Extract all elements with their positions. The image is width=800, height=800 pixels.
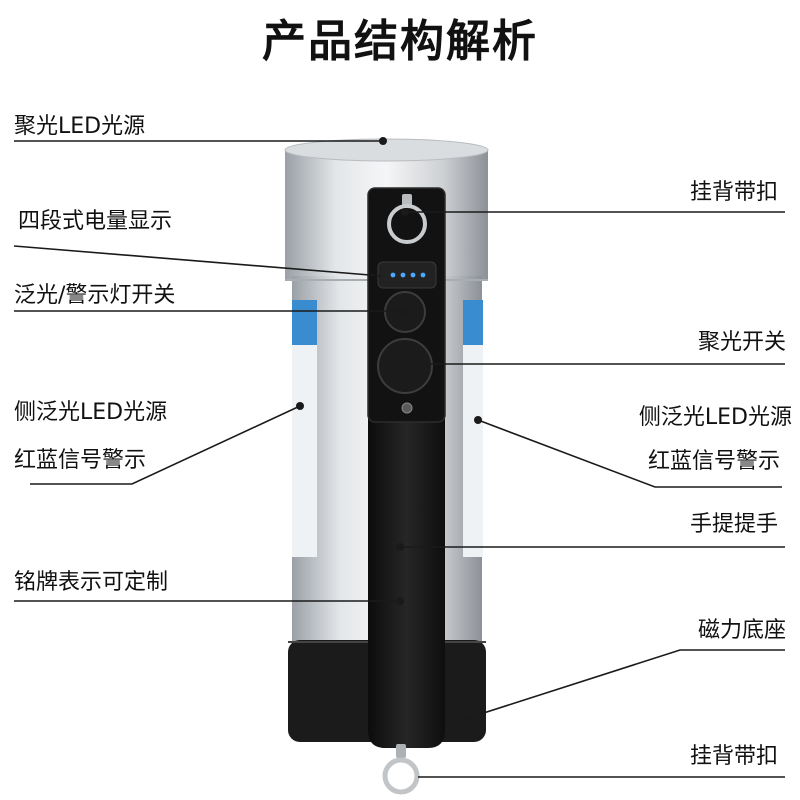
battery-indicator-window bbox=[377, 261, 437, 289]
leader-dot bbox=[379, 137, 387, 145]
callout-bottom-strap-buckle: 挂背带扣 bbox=[689, 744, 778, 769]
top-cap-rim bbox=[284, 138, 489, 162]
callout-right-side-flood-led: 侧泛光LED光源 bbox=[638, 405, 792, 430]
leader-dot bbox=[401, 208, 409, 216]
callout-right-signal-warning: 红蓝信号警示 bbox=[647, 449, 780, 474]
leader-line-right-side-led bbox=[477, 419, 782, 488]
leader-line-left-side-led bbox=[30, 405, 301, 485]
left-blue-signal-strip bbox=[292, 300, 317, 345]
callout-magnetic-base: 磁力底座 bbox=[697, 618, 786, 643]
top-strap-ring bbox=[387, 204, 427, 244]
carry-handle-strap bbox=[368, 400, 445, 748]
leader-dot bbox=[401, 360, 409, 368]
leader-dot bbox=[396, 597, 404, 605]
leader-dot bbox=[296, 402, 304, 410]
callout-custom-nameplate: 铭牌表示可定制 bbox=[14, 570, 169, 595]
battery-level-dot bbox=[400, 272, 406, 278]
bottom-ring-clip bbox=[396, 744, 406, 758]
top-ring-clip bbox=[402, 194, 412, 206]
right-blue-signal-strip bbox=[463, 300, 483, 345]
battery-level-dot bbox=[390, 272, 396, 278]
leader-dot bbox=[396, 543, 404, 551]
callout-spot-switch: 聚光开关 bbox=[697, 330, 786, 355]
callout-left-signal-warning: 红蓝信号警示 bbox=[14, 448, 147, 473]
callout-battery-display: 四段式电量显示 bbox=[18, 209, 173, 234]
leader-dot bbox=[401, 307, 409, 315]
callout-top-strap-buckle: 挂背带扣 bbox=[689, 180, 778, 205]
page-title: 产品结构解析 bbox=[262, 16, 538, 67]
left-side-flood-panel bbox=[292, 345, 317, 557]
right-side-flood-panel bbox=[463, 345, 483, 557]
callout-left-side-flood-led: 侧泛光LED光源 bbox=[14, 400, 168, 425]
leader-dot bbox=[464, 714, 472, 722]
panel-screw bbox=[401, 402, 413, 414]
leader-dot bbox=[474, 416, 482, 424]
battery-level-dot bbox=[420, 272, 426, 278]
callout-flood-warning-switch: 泛光/警示灯开关 bbox=[14, 283, 176, 308]
callout-carry-handle: 手提提手 bbox=[689, 512, 778, 537]
callout-spot-led-source: 聚光LED光源 bbox=[14, 114, 146, 139]
leader-line-battery-display bbox=[13, 245, 383, 277]
leader-line-magnetic-base bbox=[467, 649, 785, 719]
bottom-strap-ring bbox=[382, 757, 420, 795]
battery-level-dot bbox=[410, 272, 416, 278]
